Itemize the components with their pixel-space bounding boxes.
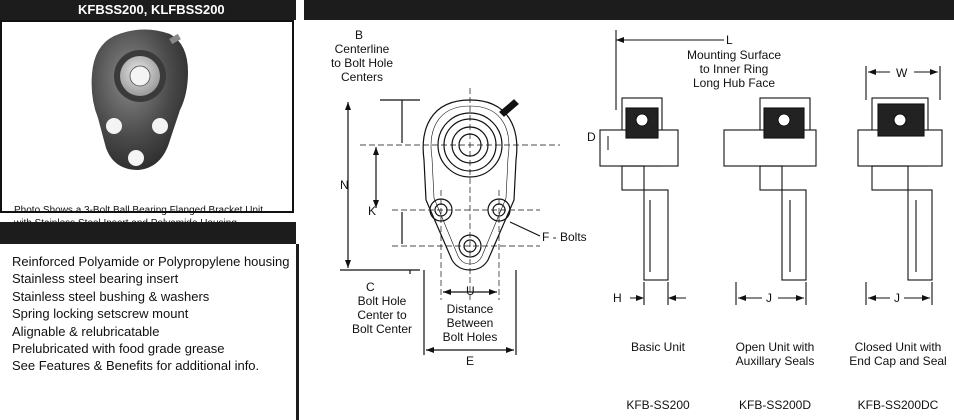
product-photo [91, 29, 188, 170]
dimension-n: N [340, 178, 349, 192]
unit-code-basic: KFB-SS200 [626, 398, 690, 412]
unit-name-closed: Closed Unit with End Cap and Seal [849, 340, 947, 368]
section-divider-bar [0, 222, 296, 244]
dimension-u: U [466, 284, 475, 298]
dimension-k: K [368, 204, 377, 218]
unit-name-open: Open Unit with Auxillary Seals [735, 340, 815, 368]
dimension-c-text: Bolt Hole Center to Bolt Center [351, 294, 413, 336]
dimension-h: H [613, 291, 622, 305]
side-view-basic [599, 30, 679, 305]
dimension-u-text: Distance Between Bolt Holes [442, 302, 498, 344]
list-item: Stainless steel bearing insert [12, 271, 179, 287]
product-title: KFBSS200, KLFBSS200 [0, 0, 296, 20]
drawing-header-bar [304, 0, 954, 20]
dimension-l-text: Mounting Surface to Inner Ring Long Hub … [686, 48, 782, 90]
feature-list: Reinforced Polyamide or Polypropylene ho… [12, 253, 290, 375]
dimension-b-text: Centerline to Bolt Hole Centers [330, 42, 394, 84]
dimension-d: D [587, 130, 596, 144]
unit-code-closed: KFB-SS200DC [857, 398, 939, 412]
list-item: Stainless steel bushing & washers [12, 288, 210, 304]
dimension-l: L [726, 33, 733, 47]
side-view-open [723, 97, 817, 305]
product-photo-panel: Photo Shows a 3-Bolt Ball Bearing Flange… [0, 20, 294, 229]
photo-caption-line1: Photo Shows a 3-Bolt Ball Bearing Flange… [14, 205, 264, 216]
list-item: Alignable & relubricatable [12, 323, 160, 339]
dimension-w: W [896, 66, 908, 80]
list-item: Reinforced Polyamide or Polypropylene ho… [12, 254, 290, 269]
list-item: Prelubricated with food grade grease [12, 341, 225, 357]
list-item: Spring locking setscrew mount [12, 306, 189, 322]
dimension-c: C [366, 280, 375, 294]
dimension-f-bolts: F - Bolts [542, 230, 587, 244]
unit-name-basic: Basic Unit [630, 340, 686, 354]
vertical-divider [296, 244, 299, 420]
list-item: See Features & Benefits for additional i… [12, 358, 260, 374]
dimension-j-open: J [766, 291, 772, 305]
side-view-closed [857, 66, 943, 305]
dimension-e: E [466, 354, 475, 368]
unit-code-open: KFB-SS200D [738, 398, 812, 412]
dimension-j-closed: J [894, 291, 900, 305]
dimension-b: B [355, 28, 364, 42]
